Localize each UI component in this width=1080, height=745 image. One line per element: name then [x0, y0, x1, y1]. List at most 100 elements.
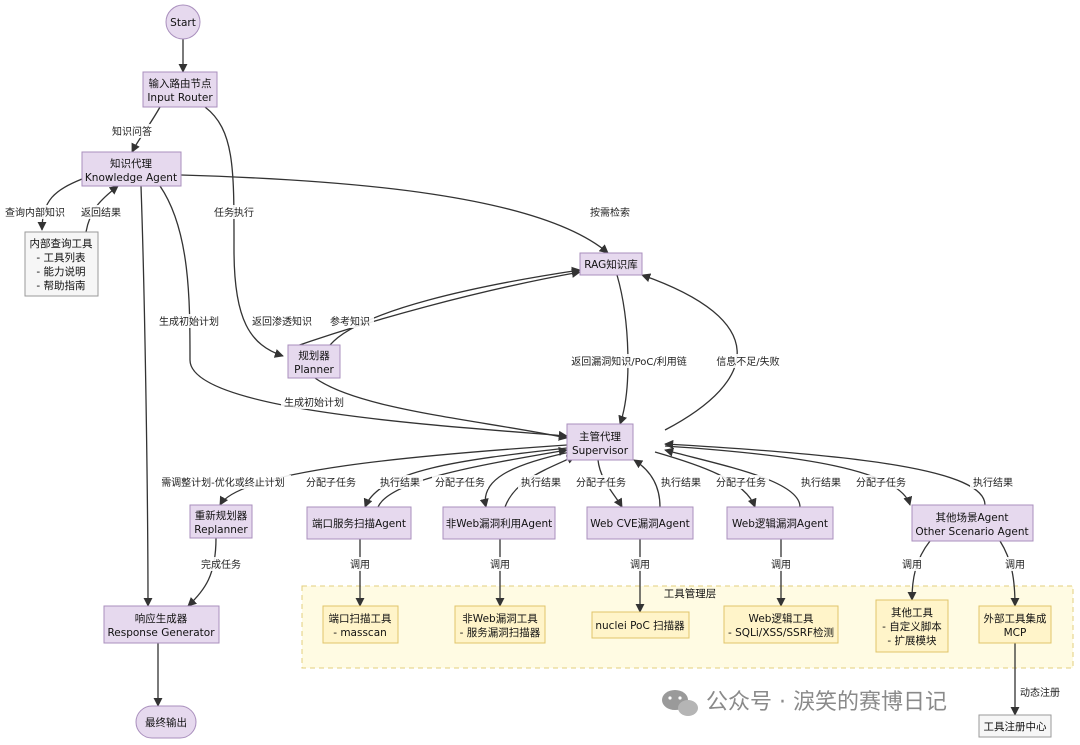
svg-text:知识代理: 知识代理: [110, 157, 152, 170]
svg-text:- 扩展模块: - 扩展模块: [887, 634, 937, 647]
edge-supervisor-nonweb: [479, 451, 571, 508]
edge-label-call-6: 调用: [1003, 557, 1027, 571]
svg-text:分配子任务: 分配子任务: [856, 476, 906, 489]
node-weblogic-tool[interactable]: Web逻辑工具 - SQLi/XSS/SSRF检测: [723, 605, 839, 644]
svg-text:分配子任务: 分配子任务: [306, 476, 356, 489]
edge-knowledge-internal: [37, 178, 83, 231]
svg-text:生成初始计划: 生成初始计划: [284, 396, 344, 409]
svg-text:调用: 调用: [1005, 559, 1025, 571]
svg-text:需调整计划-优化或终止计划: 需调整计划-优化或终止计划: [161, 476, 285, 489]
node-nonweb-agent[interactable]: 非Web漏洞利用Agent: [442, 506, 556, 540]
svg-text:分配子任务: 分配子任务: [435, 476, 485, 489]
node-mcp-tool[interactable]: 外部工具集成 MCP: [978, 605, 1052, 644]
edge-label-assign-1: 分配子任务: [303, 475, 359, 489]
svg-text:- SQLi/XSS/SSRF检测: - SQLi/XSS/SSRF检测: [728, 626, 834, 639]
node-planner[interactable]: 规划器 Planner: [287, 344, 341, 379]
node-knowledge-agent[interactable]: 知识代理 Knowledge Agent: [81, 151, 182, 187]
svg-text:端口扫描工具: 端口扫描工具: [329, 612, 392, 625]
svg-text:- 服务漏洞扫描器: - 服务漏洞扫描器: [460, 626, 541, 639]
node-tool-registry[interactable]: 工具注册中心: [978, 714, 1052, 738]
edge-planner-supervisor: [314, 377, 568, 441]
svg-text:非Web漏洞工具: 非Web漏洞工具: [462, 613, 538, 625]
edge-label-need-adjust: 需调整计划-优化或终止计划: [155, 475, 291, 489]
node-port-tool[interactable]: 端口扫描工具 - masscan: [322, 605, 399, 644]
edge-label-result-1: 执行结果: [377, 475, 423, 489]
svg-text:重新规划器: 重新规划器: [195, 509, 248, 522]
edge-router-planner: [204, 106, 284, 358]
edge-supervisor-other: [664, 445, 913, 506]
edge-label-result-5: 执行结果: [970, 475, 1016, 489]
node-internal-tools[interactable]: 内部查询工具 - 工具列表 - 能力说明 - 帮助指南: [24, 231, 99, 297]
node-nonweb-tool[interactable]: 非Web漏洞工具 - 服务漏洞扫描器: [454, 605, 546, 644]
svg-text:知识问答: 知识问答: [112, 125, 152, 138]
edge-label-return-vuln: 返回漏洞知识/PoC/利用链: [565, 354, 693, 368]
node-nuclei-tool[interactable]: nuclei PoC 扫描器: [591, 611, 690, 639]
svg-text:- masscan: - masscan: [333, 627, 387, 639]
node-port-agent[interactable]: 端口服务扫描Agent: [306, 506, 412, 540]
svg-text:Web CVE漏洞Agent: Web CVE漏洞Agent: [590, 518, 689, 530]
edge-rag-supervisor: [616, 274, 629, 425]
edge-label-task-exec: 任务执行: [210, 205, 258, 219]
edge-supervisor-port: [363, 447, 568, 508]
edge-label-result-4: 执行结果: [798, 475, 844, 489]
edge-label-knowledge-qa: 知识问答: [108, 124, 156, 138]
svg-text:公众号 · 淚笑的赛博日记: 公众号 · 淚笑的赛博日记: [706, 690, 947, 715]
svg-text:返回漏洞知识/PoC/利用链: 返回漏洞知识/PoC/利用链: [571, 355, 687, 368]
node-input-router[interactable]: 输入路由节点 Input Router: [142, 71, 218, 108]
edge-label-return-pentest: 返回渗透知识: [249, 314, 315, 328]
node-supervisor[interactable]: 主管代理 Supervisor: [566, 423, 634, 461]
node-other-tool[interactable]: 其他工具 - 自定义脚本 - 扩展模块: [875, 599, 949, 653]
node-replanner[interactable]: 重新规划器 Replanner: [189, 504, 253, 539]
svg-text:按需检索: 按需检索: [590, 206, 630, 219]
svg-text:Input Router: Input Router: [147, 92, 213, 104]
svg-text:规划器: 规划器: [298, 349, 330, 362]
svg-text:MCP: MCP: [1004, 627, 1027, 639]
edge-label-gen-plan-2: 生成初始计划: [281, 395, 347, 409]
svg-text:查询内部知识: 查询内部知识: [5, 206, 65, 219]
svg-text:Start: Start: [170, 17, 196, 29]
svg-text:参考知识: 参考知识: [330, 315, 370, 328]
svg-text:主管代理: 主管代理: [579, 430, 621, 443]
svg-text:执行结果: 执行结果: [801, 476, 841, 489]
edge-label-dynamic-reg: 动态注册: [1016, 685, 1064, 699]
svg-text:执行结果: 执行结果: [521, 476, 561, 489]
edge-label-call-4: 调用: [769, 557, 793, 571]
edge-label-ref-knowledge: 参考知识: [326, 314, 374, 328]
edge-label-assign-2: 分配子任务: [432, 475, 488, 489]
svg-text:生成初始计划: 生成初始计划: [159, 315, 219, 328]
node-response-generator[interactable]: 响应生成器 Response Generator: [103, 605, 220, 644]
node-rag[interactable]: RAG知识库: [579, 252, 643, 276]
edge-rag-planner-ref: [329, 266, 581, 346]
node-webcve-agent[interactable]: Web CVE漏洞Agent: [586, 506, 694, 540]
svg-text:分配子任务: 分配子任务: [716, 476, 766, 489]
svg-text:完成任务: 完成任务: [201, 558, 241, 571]
svg-text:- 自定义脚本: - 自定义脚本: [882, 620, 942, 633]
svg-text:返回渗透知识: 返回渗透知识: [252, 315, 312, 328]
edge-weblogic-supervisor: [664, 447, 801, 508]
svg-text:外部工具集成: 外部工具集成: [984, 612, 1047, 625]
svg-text:输入路由节点: 输入路由节点: [149, 77, 212, 90]
svg-text:调用: 调用: [771, 559, 791, 571]
edge-label-complete-task: 完成任务: [197, 557, 245, 571]
svg-text:调用: 调用: [490, 559, 510, 571]
edge-label-info-insufficient: 信息不足/失败: [712, 354, 784, 368]
node-final-output[interactable]: 最终输出: [135, 705, 197, 739]
svg-text:Web逻辑漏洞Agent: Web逻辑漏洞Agent: [732, 517, 828, 530]
svg-text:Knowledge Agent: Knowledge Agent: [85, 172, 177, 184]
edge-planner-rag: [287, 268, 581, 350]
watermark: 公众号 · 淚笑的赛博日记: [662, 690, 947, 716]
edge-label-call-2: 调用: [488, 557, 512, 571]
edge-port-supervisor: [377, 446, 568, 508]
svg-text:动态注册: 动态注册: [1020, 686, 1060, 699]
svg-text:响应生成器: 响应生成器: [135, 612, 188, 625]
node-other-agent[interactable]: 其他场景Agent Other Scenario Agent: [911, 504, 1034, 542]
edge-knowledge-supervisor: [159, 185, 568, 440]
svg-text:调用: 调用: [630, 559, 650, 571]
svg-text:调用: 调用: [902, 559, 922, 571]
svg-text:端口服务扫描Agent: 端口服务扫描Agent: [312, 517, 406, 530]
node-weblogic-agent[interactable]: Web逻辑漏洞Agent: [726, 506, 834, 540]
node-start[interactable]: Start: [165, 4, 201, 40]
edge-knowledge-rag: [180, 174, 609, 254]
svg-text:Replanner: Replanner: [194, 524, 248, 536]
